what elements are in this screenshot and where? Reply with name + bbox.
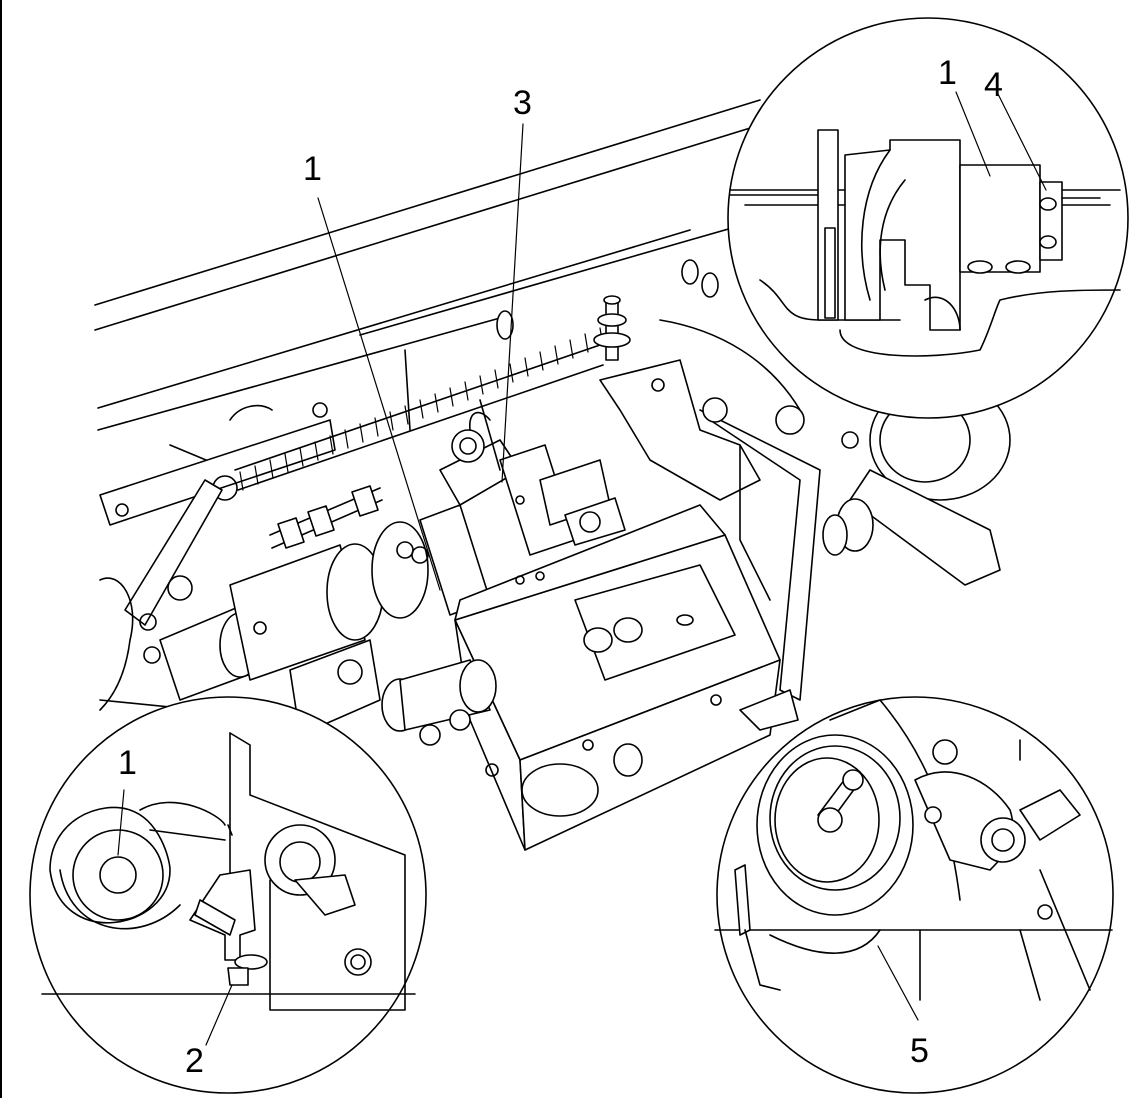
callout-2-bottom-left-detail: 2 xyxy=(185,1042,204,1080)
tension-spring xyxy=(212,321,619,501)
detail-view-top-right xyxy=(727,17,1129,419)
leader-line-1 xyxy=(317,197,441,591)
main-mechanism-drawing xyxy=(94,99,1011,851)
detail-view-bottom-left xyxy=(29,696,427,1094)
callout-4-top-right-detail: 4 xyxy=(984,66,1003,104)
leader-line-3 xyxy=(501,123,524,483)
callout-1-bottom-left-detail: 1 xyxy=(118,744,137,782)
detail-view-bottom-right xyxy=(714,696,1114,1094)
callout-3-main: 3 xyxy=(513,84,532,122)
callout-1-top-right-detail: 1 xyxy=(938,54,957,92)
callout-1-main: 1 xyxy=(303,150,322,188)
central-housing xyxy=(454,504,781,851)
callout-5-bottom-right-detail: 5 xyxy=(910,1032,929,1070)
roller-assembly xyxy=(159,504,491,701)
